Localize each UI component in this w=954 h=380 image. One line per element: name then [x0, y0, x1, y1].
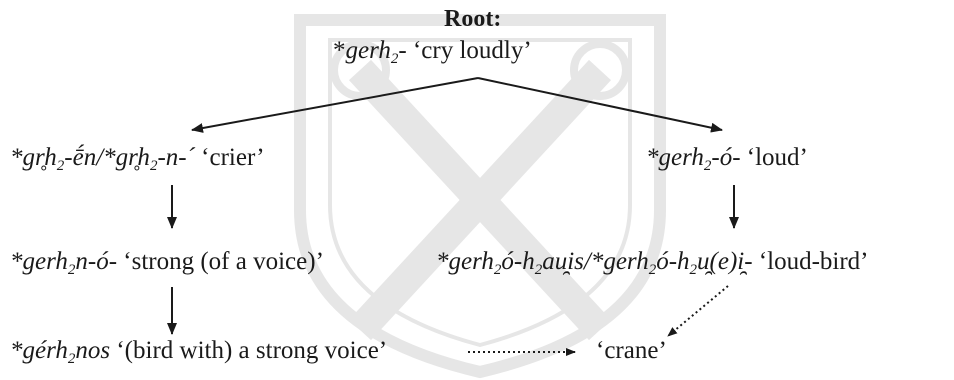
loud-sub-1: 2	[703, 158, 712, 174]
loudbird-form-1: *gerh	[436, 248, 494, 275]
crier-sub-1: 2	[56, 158, 65, 174]
strong-form-1: *gerh	[10, 248, 68, 275]
seal-watermark	[294, 14, 666, 379]
root-asterisk: *	[333, 37, 346, 64]
bird-form-1: *gérh	[10, 337, 68, 364]
loud-form-1: *gerh	[646, 144, 704, 171]
strong-sub-1: 2	[67, 262, 76, 278]
node-loud: *gerh2-ó- ‘loud’	[646, 143, 808, 181]
loud-form-2: -ó-	[711, 144, 741, 171]
node-strong: *gerh2n-ó- ‘strong (of a voice)’	[10, 247, 324, 285]
bird-form-2: nos	[75, 337, 111, 364]
crier-form-1: *gr̥h	[10, 144, 57, 171]
loudbird-sub-2: 2	[534, 262, 543, 278]
loudbird-form-5: u̯(e)i̯-	[697, 248, 753, 275]
crier-sub-2: 2	[149, 158, 158, 174]
loudbird-form-3: au̯is/*gerh	[542, 248, 649, 275]
loudbird-sub-1: 2	[493, 262, 502, 278]
loudbird-sub-4: 2	[689, 262, 698, 278]
strong-gloss: ‘strong (of a voice)’	[117, 248, 324, 275]
arrow-root-to-loud	[477, 77, 723, 133]
crier-form-3: -n-´	[157, 144, 195, 171]
loudbird-form-2: ó-h	[501, 248, 535, 275]
loudbird-sub-3: 2	[648, 262, 657, 278]
loud-gloss: ‘loud’	[740, 144, 808, 171]
root-heading: Root:	[444, 6, 502, 32]
bird-gloss: ‘(bird with) a strong voice’	[110, 337, 388, 364]
loudbird-gloss: ‘loud-bird’	[752, 248, 869, 275]
crier-gloss: ‘crier’	[194, 144, 265, 171]
root-form: *gerh2- ‘cry loudly’	[333, 36, 532, 74]
strong-form-2: n-ó-	[75, 248, 118, 275]
root-subscript: 2	[390, 51, 399, 67]
node-crier: *gr̥h2-ḗn/*gr̥h2-n-´ ‘crier’	[10, 143, 265, 181]
loudbird-form-4: ó-h	[656, 248, 690, 275]
dotted-arrow-loudbird-to-crane	[667, 285, 729, 337]
crier-form-2: -ḗn/*gr̥h	[64, 144, 150, 171]
root-gloss: - ‘cry loudly’	[398, 37, 532, 64]
node-loud-bird: *gerh2ó-h2au̯is/*gerh2ó-h2u̯(e)i̯- ‘loud…	[436, 247, 869, 285]
bird-sub-1: 2	[67, 351, 76, 367]
arrow-root-to-crier	[191, 77, 479, 133]
node-crane: ‘crane’	[596, 337, 667, 364]
root-stem: gerh	[345, 37, 391, 64]
node-bird: *gérh2nos ‘(bird with) a strong voice’	[10, 336, 387, 374]
